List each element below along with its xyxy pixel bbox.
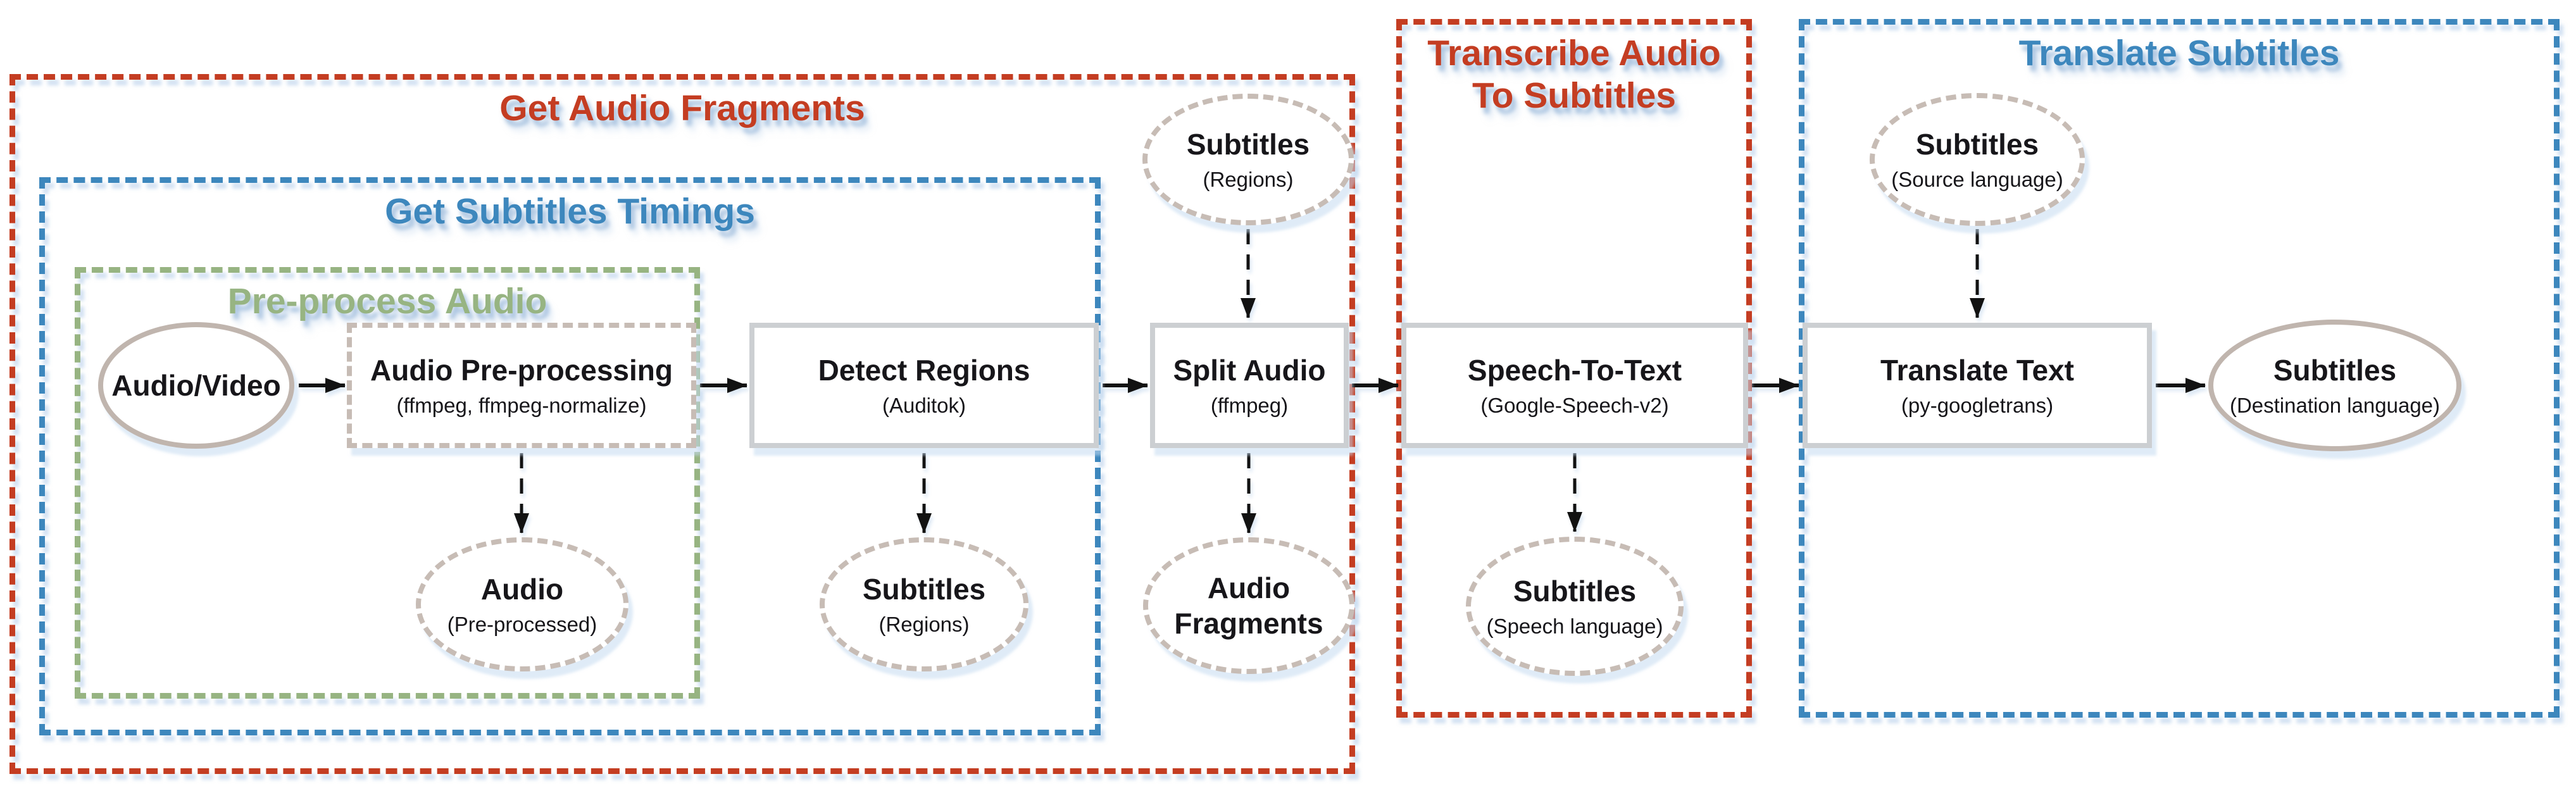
group-title-get-audio-fragments: Get Audio Fragments <box>499 88 865 128</box>
node-subtitles-source: Subtitles (Source language) <box>1870 93 2085 226</box>
group-get-audio-fragments: Get Audio Fragments <box>9 74 1355 774</box>
node-sublabel: (Regions) <box>1203 168 1294 192</box>
node-translate-text: Translate Text (py-googletrans) <box>1803 323 2152 448</box>
group-title-get-subtitles-timings: Get Subtitles Timings <box>385 191 755 232</box>
node-sublabel: (ffmpeg) <box>1210 394 1289 418</box>
node-split-audio: Split Audio (ffmpeg) <box>1150 323 1349 448</box>
node-label: Subtitles <box>1915 128 2039 161</box>
node-subtitles-destination: Subtitles (Destination language) <box>2208 320 2461 451</box>
node-sublabel: (Speech language) <box>1486 614 1663 639</box>
group-pre-process-audio: Pre-process Audio <box>75 267 700 699</box>
node-label: Detect Regions <box>818 354 1030 387</box>
group-get-subtitles-timings: Get Subtitles Timings <box>39 177 1101 735</box>
node-detect-regions: Detect Regions (Auditok) <box>749 323 1099 448</box>
node-sublabel: (Google-Speech-v2) <box>1480 394 1669 418</box>
group-title-pre-process-audio: Pre-process Audio <box>227 281 547 321</box>
node-sublabel: (Auditok) <box>882 394 966 418</box>
node-audio-fragments: Audio Fragments <box>1143 537 1354 674</box>
node-sublabel: (ffmpeg, ffmpeg-normalize) <box>396 394 647 418</box>
group-translate-subtitles: Translate Subtitles <box>1799 19 2560 718</box>
node-label: Split Audio <box>1173 354 1326 387</box>
node-label: Subtitles <box>2273 354 2397 387</box>
group-title-translate-subtitles: Translate Subtitles <box>2018 33 2340 73</box>
node-speech-to-text: Speech-To-Text (Google-Speech-v2) <box>1401 323 1748 448</box>
group-transcribe-audio-to-subtitles: Transcribe Audio To Subtitles <box>1396 19 1752 718</box>
node-label: Audio/Video <box>111 368 281 402</box>
node-audio-pre-processing: Audio Pre-processing (ffmpeg, ffmpeg-nor… <box>347 323 696 448</box>
node-label: Audio Pre-processing <box>370 354 673 387</box>
node-sublabel: (Regions) <box>878 613 970 637</box>
node-sublabel: (Source language) <box>1891 168 2063 192</box>
node-subtitles-speech: Subtitles (Speech language) <box>1466 537 1684 676</box>
node-label: Audio <box>480 573 564 606</box>
node-audio-video: Audio/Video <box>98 322 294 449</box>
node-label: Speech-To-Text <box>1467 354 1682 387</box>
node-sublabel: (py-googletrans) <box>1901 394 2054 418</box>
node-label: Translate Text <box>1880 354 2074 387</box>
node-sublabel: (Destination language) <box>2229 394 2441 418</box>
node-audio-preprocessed: Audio (Pre-processed) <box>416 537 628 671</box>
node-label: Audio Fragments <box>1174 571 1323 640</box>
node-label: Subtitles <box>1513 575 1637 608</box>
node-sublabel: (Pre-processed) <box>447 613 597 637</box>
node-label: Subtitles <box>862 573 986 606</box>
node-label: Subtitles <box>1186 128 1310 161</box>
node-subtitles-regions-bottom: Subtitles (Regions) <box>820 537 1029 671</box>
group-title-transcribe-audio-to-subtitles: Transcribe Audio To Subtitles <box>1427 33 1721 116</box>
node-subtitles-regions-top: Subtitles (Regions) <box>1142 94 1354 225</box>
